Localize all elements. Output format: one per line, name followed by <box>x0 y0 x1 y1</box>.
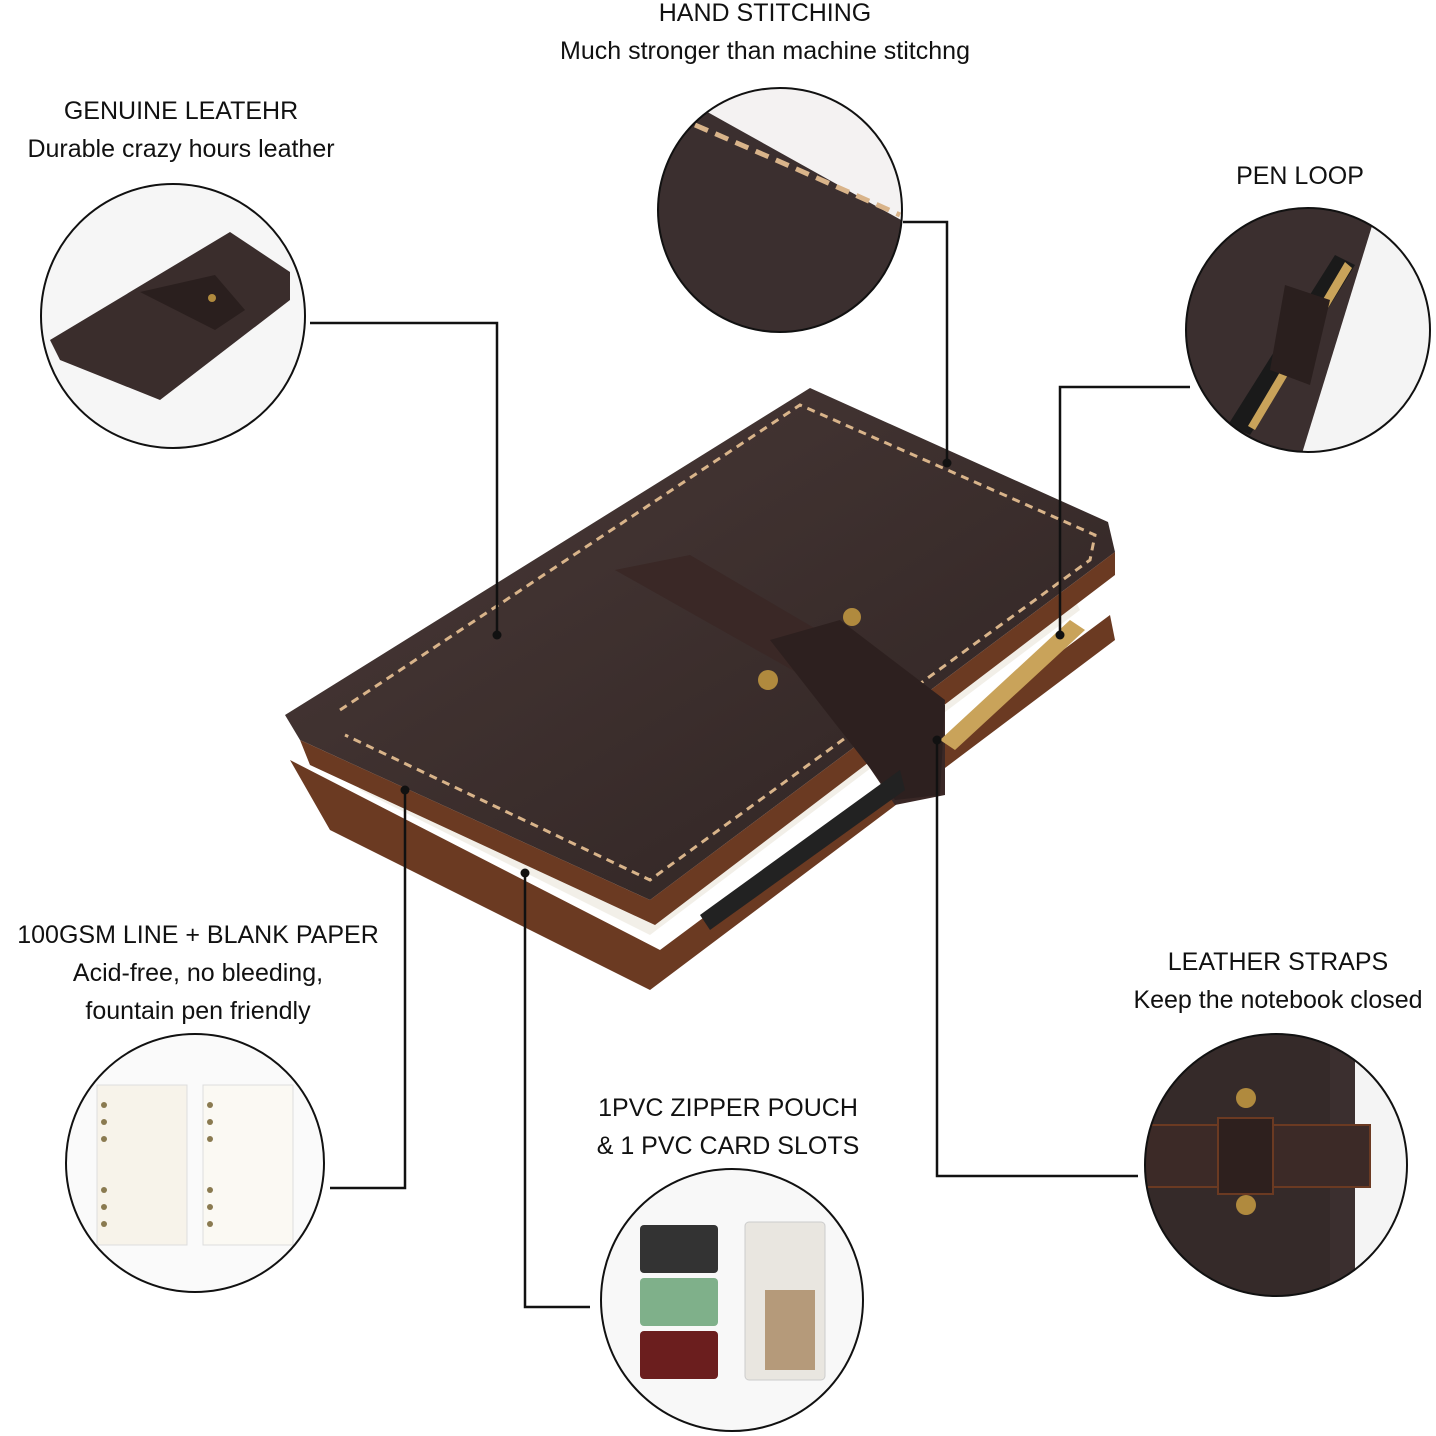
callout-genuine-leather: GENUINE LEATEHR Durable crazy hours leat… <box>5 92 357 168</box>
callout-subtitle: Much stronger than machine stitchng <box>560 37 970 65</box>
callout-pouch: 1PVC ZIPPER POUCH & 1 PVC CARD SLOTS <box>578 1089 878 1165</box>
callout-straps: LEATHER STRAPS Keep the notebook closed <box>1118 943 1436 1019</box>
callout-paper: 100GSM LINE + BLANK PAPER Acid-free, no … <box>0 916 396 1030</box>
callout-subtitle: Keep the notebook closed <box>1133 986 1423 1014</box>
detail-circle-straps <box>1145 1034 1407 1296</box>
connector-genuine-leather <box>310 321 499 635</box>
callout-subtitle: & 1 PVC CARD SLOTS <box>596 1132 860 1160</box>
callout-title: HAND STITCHING <box>658 0 872 27</box>
callout-subtitle: Durable crazy hours leather <box>27 135 335 163</box>
callout-dots <box>400 458 1065 878</box>
connector-pouch <box>523 873 590 1309</box>
connector-pen-loop <box>1058 385 1190 635</box>
detail-circle-paper <box>66 1034 324 1292</box>
detail-circle-pouch <box>601 1169 863 1431</box>
callout-subtitle-2: fountain pen friendly <box>85 997 311 1025</box>
connector-straps <box>935 740 1138 1178</box>
callout-title: GENUINE LEATEHR <box>63 97 299 125</box>
notebook-main-image <box>285 388 1115 990</box>
callout-title: PEN LOOP <box>1236 162 1364 190</box>
callout-title: LEATHER STRAPS <box>1167 948 1389 976</box>
connector-hand-stitching <box>903 220 949 463</box>
callout-pen-loop: PEN LOOP <box>1200 157 1400 195</box>
connector-paper <box>330 790 407 1190</box>
callout-title: 1PVC ZIPPER POUCH <box>598 1094 858 1122</box>
detail-circle-pen-loop <box>1186 208 1430 452</box>
callout-subtitle: Acid-free, no bleeding, <box>72 959 324 987</box>
callout-lines <box>310 220 1190 1309</box>
detail-circle-genuine-leather <box>41 184 305 448</box>
callout-title: 100GSM LINE + BLANK PAPER <box>17 921 379 949</box>
detail-circle-hand-stitching <box>658 88 902 332</box>
callout-hand-stitching: HAND STITCHING Much stronger than machin… <box>540 0 990 70</box>
